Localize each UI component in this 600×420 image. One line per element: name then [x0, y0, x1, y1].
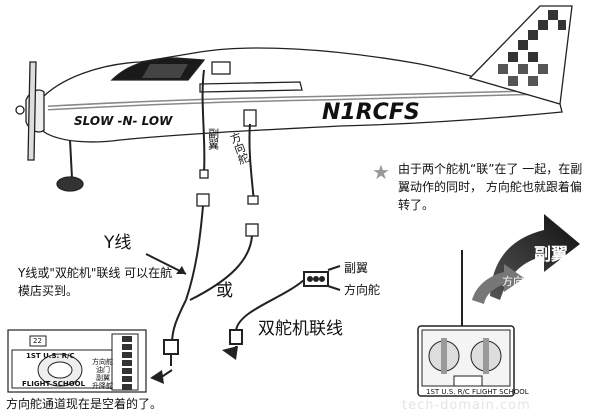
bottom-note: 方向舵通道现在是空着的了。 [6, 397, 163, 411]
wing [199, 81, 303, 93]
or-label: 或 [216, 281, 233, 301]
tail-checker [498, 10, 566, 86]
aileron-arrow [490, 214, 580, 300]
servo-front [211, 61, 231, 75]
transmitter [417, 250, 515, 397]
dual-servo-cable [229, 265, 341, 345]
watermark: tech-domain.com [402, 398, 531, 413]
airplane [15, 5, 573, 237]
receiver-box-number: 22 [33, 337, 42, 345]
arrow-to-receiver-1 [150, 370, 164, 384]
receiver-channel-elevator: 升降舵 [92, 382, 113, 390]
aileron-servo-label: 副翼 [206, 128, 220, 150]
arrow-rudder-label: 方向舵 [502, 275, 535, 288]
aircraft-registration: N1RCFS [322, 100, 420, 125]
y-cable [163, 205, 253, 366]
y-cable-title: Y线 [104, 233, 132, 253]
connector-label-rudder: 方向舵 [344, 283, 381, 297]
servo-rear [243, 109, 257, 127]
receiver [7, 329, 147, 393]
tail-number: 2 [540, 37, 552, 56]
explanation-note: 由于两个舵机“联”在了 一起，在副翼动作的同时， 方向舵也就跟着偏转了。 [398, 162, 583, 212]
receiver-brand-line2: FLIGHT SCHOOL [22, 380, 86, 388]
aircraft-nose-text: SLOW -N- LOW [74, 114, 173, 128]
propeller [27, 61, 37, 161]
star-icon: ★ [372, 160, 390, 184]
transmitter-brand: 1ST U.S. R/C FLIGHT SCHOOL [426, 388, 529, 396]
receiver-channel-throttle: 油门 [96, 366, 110, 374]
receiver-channel-aileron: 副翼 [96, 374, 110, 382]
rudder-arrow [472, 264, 524, 304]
y-cable-description: Y线或"双舵机"联线 可以在航模店买到。 [18, 266, 173, 298]
arrow-to-receiver-2 [222, 346, 238, 360]
connector-label-aileron: 副翼 [344, 261, 369, 275]
receiver-channel-rudder: 方向舵 [92, 358, 113, 366]
arrow-aileron-label: 副翼 [534, 245, 568, 265]
vertical-tail [468, 5, 573, 105]
receiver-brand-line1: 1ST U.S. R/C [26, 352, 75, 360]
dual-servo-cable-title: 双舵机联线 [258, 319, 343, 339]
nose-wheel [56, 176, 84, 192]
